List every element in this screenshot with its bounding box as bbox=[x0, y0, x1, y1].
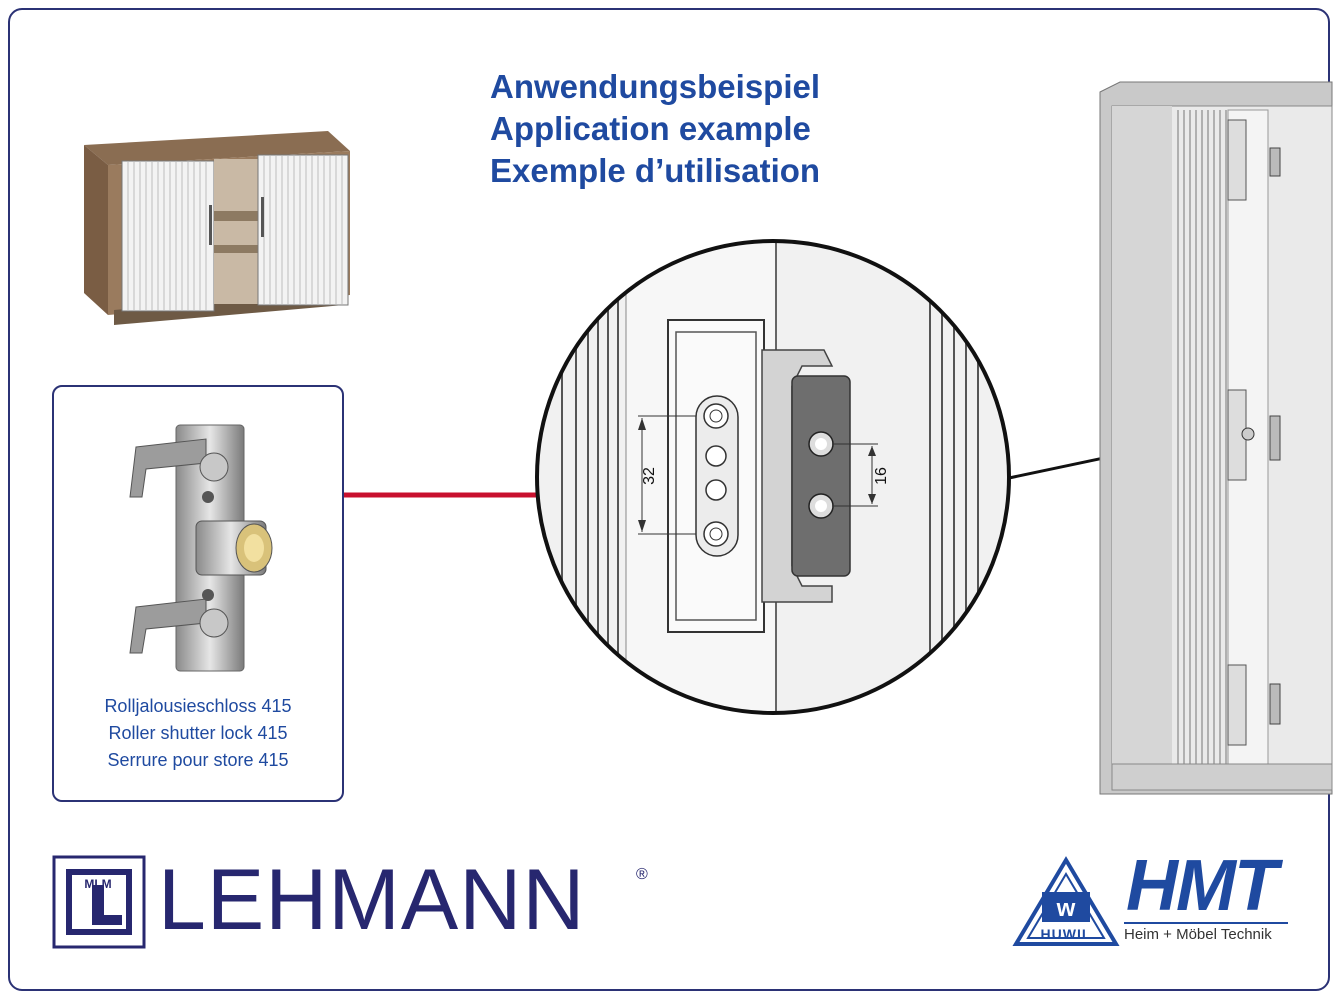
caption-french: Serrure pour store 415 bbox=[107, 750, 289, 770]
caption-german: Rolljalousieschloss 415 bbox=[104, 696, 292, 716]
title-german: Anwendungsbeispiel bbox=[490, 68, 821, 105]
sideboard-illustration bbox=[84, 131, 350, 325]
product-card: Rolljalousieschloss 415 Roller shutter l… bbox=[52, 385, 344, 802]
detail-zoom-circle: 32 16 bbox=[535, 239, 1011, 715]
huwil-triangle-logo: w bbox=[1012, 856, 1120, 946]
title-block: Anwendungsbeispiel Application example E… bbox=[490, 66, 820, 192]
dimension-32-label: 32 bbox=[641, 467, 658, 485]
monogram-letters: MLM bbox=[84, 877, 111, 891]
cabinet-section-illustration bbox=[1099, 81, 1333, 795]
hmt-underline bbox=[1124, 922, 1288, 924]
hmt-tagline: Heim + Möbel Technik bbox=[1124, 926, 1272, 943]
caption-english: Roller shutter lock 415 bbox=[108, 723, 288, 743]
title-french: Exemple d’utilisation bbox=[490, 152, 821, 189]
lehmann-monogram-logo: MLM bbox=[52, 855, 146, 949]
dimension-16-label: 16 bbox=[873, 467, 890, 485]
huwil-label: HUWIL bbox=[1040, 926, 1092, 942]
registered-mark: ® bbox=[636, 866, 648, 883]
product-caption: Rolljalousieschloss 415 Roller shutter l… bbox=[54, 693, 342, 774]
hmt-wordmark: HMT bbox=[1126, 846, 1278, 926]
lehmann-wordmark: LEHMANN bbox=[158, 852, 586, 948]
title-english: Application example bbox=[490, 110, 811, 147]
huwil-letter: w bbox=[1056, 895, 1076, 922]
lock-product-photo bbox=[129, 424, 273, 672]
